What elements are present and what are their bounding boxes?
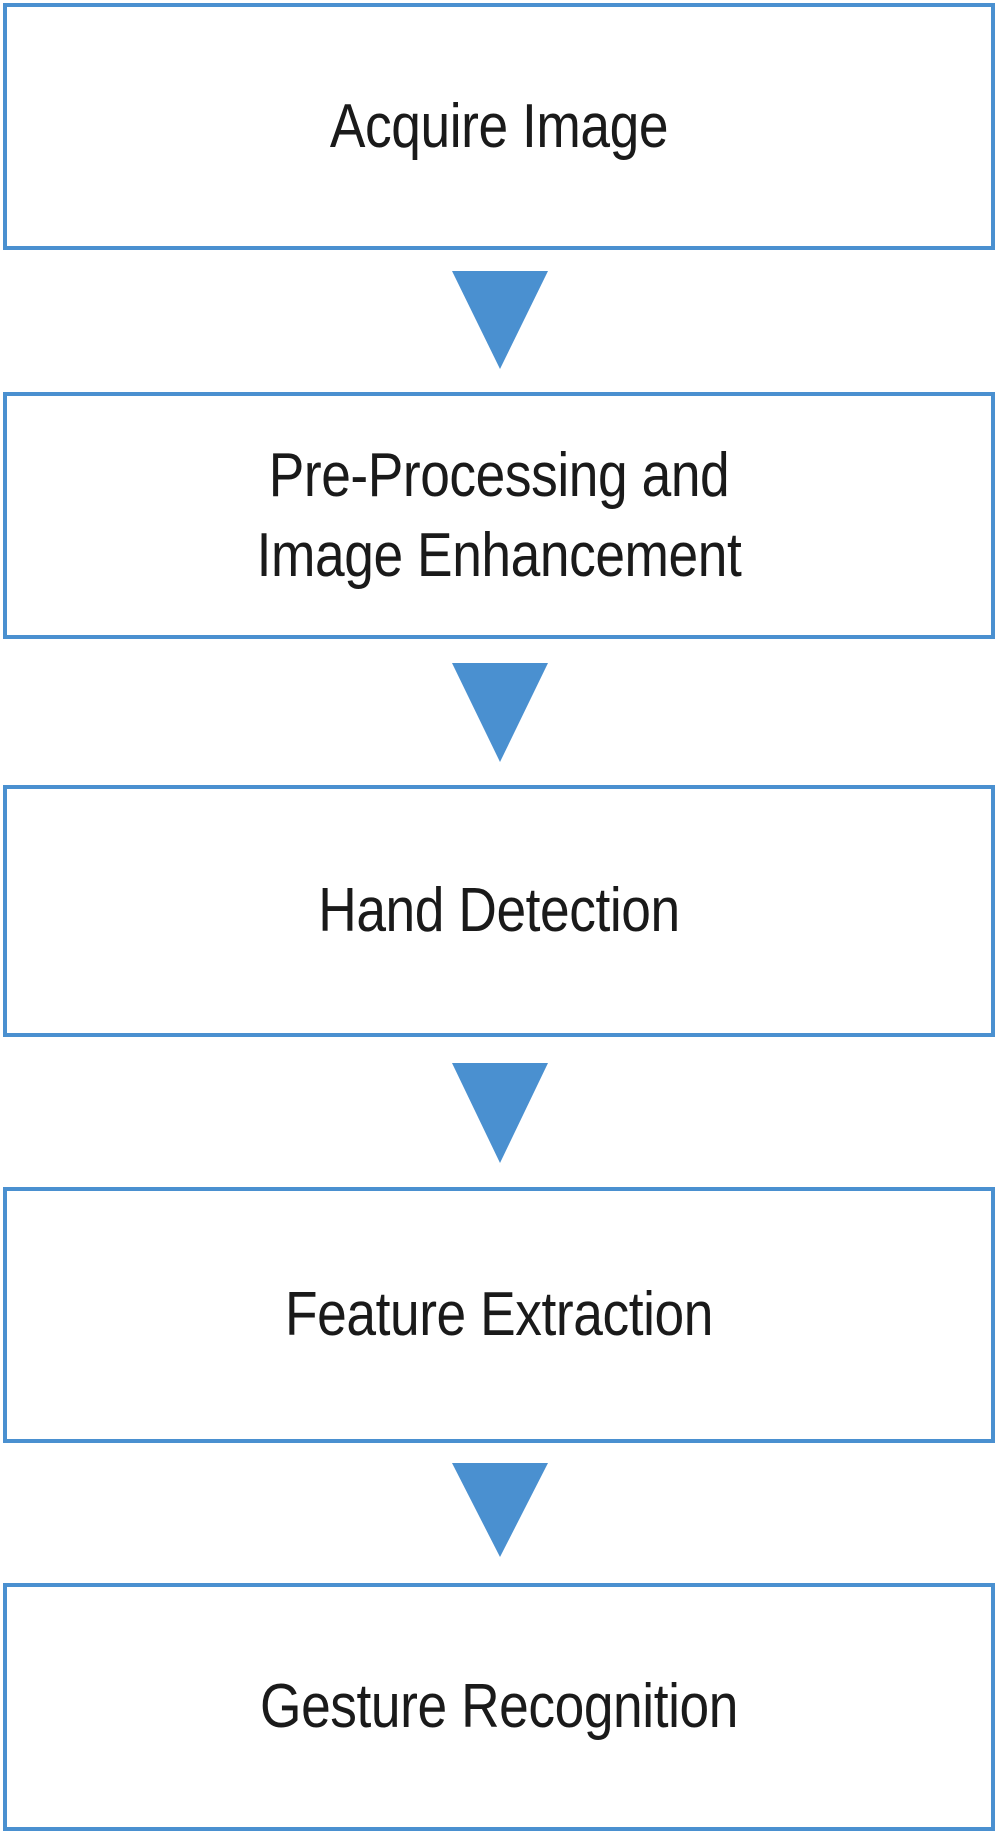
flowchart-node-label: Hand Detection bbox=[318, 876, 680, 946]
flowchart-node-label: Pre-Processing and Image Enhancement bbox=[256, 441, 742, 590]
flowchart-node-acquire-image: Acquire Image bbox=[3, 3, 995, 250]
down-arrow-icon bbox=[452, 663, 548, 762]
flowchart-node-label: Gesture Recognition bbox=[260, 1672, 738, 1742]
down-arrow-icon bbox=[452, 271, 548, 369]
flowchart-node-gesture-recognition: Gesture Recognition bbox=[3, 1583, 995, 1831]
flowchart-node-hand-detection: Hand Detection bbox=[3, 785, 995, 1037]
flowchart-node-feature-extraction: Feature Extraction bbox=[3, 1187, 995, 1443]
flowchart-node-label: Feature Extraction bbox=[285, 1280, 713, 1350]
down-arrow-icon bbox=[452, 1463, 548, 1557]
down-arrow-icon bbox=[452, 1063, 548, 1163]
flowchart-node-pre-processing: Pre-Processing and Image Enhancement bbox=[3, 392, 995, 639]
flowchart-node-label: Acquire Image bbox=[329, 91, 669, 161]
